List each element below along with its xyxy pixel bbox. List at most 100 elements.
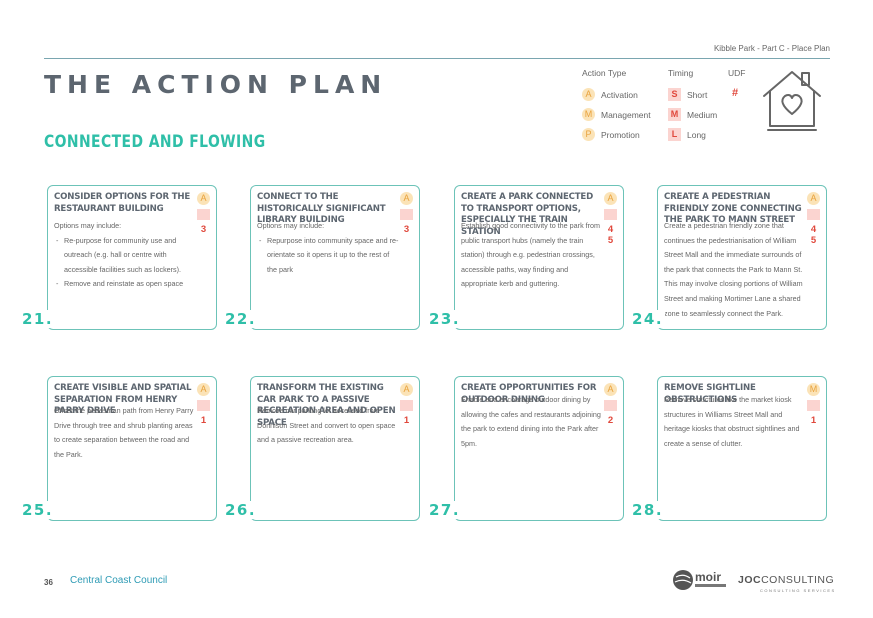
action-card-22: Connect to the historically significant …: [225, 185, 420, 330]
legend-type-row: P Promotion: [582, 128, 640, 141]
timing-badge: [400, 209, 413, 220]
card-bullet: Re-purpose for community use and outreac…: [54, 234, 198, 278]
legend-type-code: M: [582, 108, 595, 121]
card-intro: Options may include:: [54, 221, 122, 230]
card-bullet: Remove and reinstate as open space: [54, 277, 198, 292]
timing-badge: [604, 209, 617, 220]
legend-type-label: Promotion: [601, 129, 640, 140]
action-type-badge: A: [400, 192, 413, 205]
card-body: Options may include: Repurpose into comm…: [257, 219, 401, 277]
card-title: Transform the existing car park to a pas…: [257, 383, 396, 428]
moir-logo-text: moir: [695, 570, 721, 584]
legend-type-label: Activation: [601, 89, 638, 100]
joc-consulting-logo: JOCCONSULTING: [738, 574, 834, 586]
joc-logo-subtitle: CONSULTING SERVICES: [760, 588, 836, 593]
udf-reference: 1: [200, 415, 207, 426]
card-intro: Options may include:: [257, 221, 325, 230]
timing-badge: [807, 400, 820, 411]
card-number: 26.: [225, 501, 259, 519]
action-card-23: Create a park connected to transport opt…: [429, 185, 624, 330]
legend-type-code: A: [582, 88, 595, 101]
timing-badge: [604, 400, 617, 411]
card-body: Create a pedestrian friendly zone that c…: [664, 219, 808, 321]
card-number: 25.: [22, 501, 56, 519]
legend-timing-label: Medium: [687, 109, 718, 120]
card-number: 24.: [632, 310, 666, 328]
organisation-name: Central Coast Council: [70, 575, 168, 586]
legend-timing-row: S Short: [668, 88, 707, 101]
legend-timing-label: Short: [687, 89, 708, 100]
action-card-26: Transform the existing car park to a pas…: [225, 376, 420, 521]
house-heart-icon: [763, 71, 821, 131]
card-intro: Remove car parking lot accessed from Don…: [257, 406, 396, 445]
udf-reference: 4 5: [607, 224, 614, 246]
legend-timing-heading: Timing: [668, 68, 694, 78]
udf-reference: 4 5: [810, 224, 817, 246]
legend-timing-row: M Medium: [668, 108, 717, 121]
timing-badge: [197, 400, 210, 411]
action-card-21: Consider options for the restaurant buil…: [22, 185, 217, 330]
card-title: Create visible and spatial separation fr…: [54, 383, 192, 416]
legend-type-row: A Activation: [582, 88, 638, 101]
legend-action-type-heading: Action Type: [582, 68, 627, 78]
action-type-badge: A: [604, 192, 617, 205]
action-type-badge: A: [197, 192, 210, 205]
card-body: Offset the pedestrian path from Henry Pa…: [54, 404, 198, 462]
action-card-24: Create a pedestrian friendly zone connec…: [632, 185, 827, 330]
card-title: Create a pedestrian friendly zone connec…: [664, 192, 802, 225]
timing-badge: [807, 209, 820, 220]
card-number: 23.: [429, 310, 463, 328]
card-title: Consider options for the restaurant buil…: [54, 192, 191, 214]
card-body: Options may include: Re-purpose for comm…: [54, 219, 198, 292]
action-type-badge: A: [807, 192, 820, 205]
joc-logo-main: JOC: [738, 574, 762, 586]
legend-type-code: P: [582, 128, 595, 141]
card-intro: Enable and encourage outdoor dining by a…: [461, 395, 601, 448]
legend-udf-heading: UDF: [728, 68, 746, 78]
card-bullets: Re-purpose for community use and outreac…: [54, 234, 198, 292]
action-type-badge: A: [400, 383, 413, 396]
legend-timing-label: Long: [687, 129, 706, 140]
card-intro: Establish good connectivity to the park …: [461, 221, 601, 289]
card-number: 28.: [632, 501, 666, 519]
legend-timing-code: S: [668, 88, 681, 101]
udf-reference: 3: [403, 224, 410, 235]
card-title: Connect to the historically significant …: [257, 192, 386, 225]
card-intro: Create a pedestrian friendly zone that c…: [664, 221, 803, 318]
card-bullet: Repurpose into community space and re-or…: [257, 234, 401, 278]
card-body: Remove car parking lot accessed from Don…: [257, 404, 401, 448]
udf-reference: 1: [403, 415, 410, 426]
udf-reference: 1: [810, 415, 817, 426]
legend-timing-code: M: [668, 108, 681, 121]
card-body: Remove structures like the market kiosk …: [664, 393, 808, 451]
card-body: Establish good connectivity to the park …: [461, 219, 605, 292]
action-card-28: Remove sightline obstructions Remove str…: [632, 376, 827, 521]
action-card-25: Create visible and spatial separation fr…: [22, 376, 217, 521]
card-intro: Remove structures like the market kiosk …: [664, 395, 800, 448]
action-type-badge: A: [604, 383, 617, 396]
card-number: 21.: [22, 310, 56, 328]
action-type-badge: M: [807, 383, 820, 396]
page-number: 36: [44, 578, 53, 587]
legend-udf-symbol: #: [732, 87, 739, 99]
legend-type-label: Management: [601, 109, 651, 120]
timing-badge: [400, 400, 413, 411]
timing-badge: [197, 209, 210, 220]
page-title: THE ACTION PLAN: [44, 70, 388, 99]
udf-reference: 3: [200, 224, 207, 235]
card-title: Remove sightline obstructions: [664, 383, 756, 405]
legend-udf-row: #: [732, 87, 738, 99]
header-divider: [44, 58, 830, 59]
legend-timing-code: L: [668, 128, 681, 141]
card-intro: Offset the pedestrian path from Henry Pa…: [54, 406, 194, 459]
legend-timing-row: L Long: [668, 128, 706, 141]
udf-reference: 2: [607, 415, 614, 426]
card-bullets: Repurpose into community space and re-or…: [257, 234, 401, 278]
card-body: Enable and encourage outdoor dining by a…: [461, 393, 605, 451]
section-title: CONNECTED AND FLOWING: [44, 132, 266, 152]
action-type-badge: A: [197, 383, 210, 396]
card-title: Create opportunities for outdoor dining: [461, 383, 597, 405]
document-label: Kibble Park - Part C - Place Plan: [713, 44, 830, 53]
legend-type-row: M Management: [582, 108, 651, 121]
card-title: Create a park connected to transport opt…: [461, 192, 594, 237]
